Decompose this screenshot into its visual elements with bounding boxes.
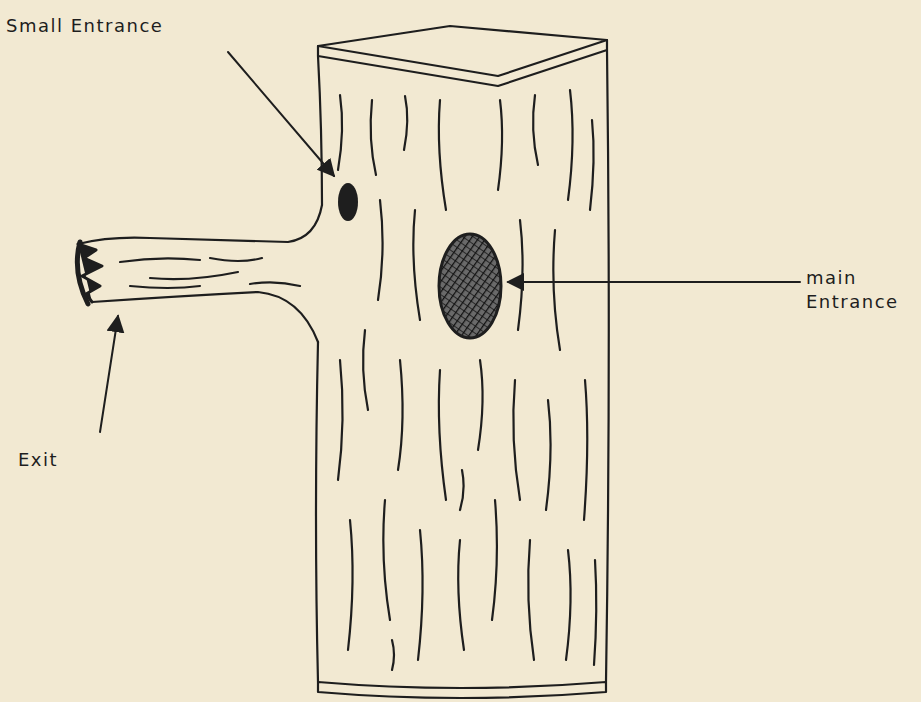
bark-grain [513, 380, 520, 500]
bark-grain [439, 370, 446, 500]
bark-grain [518, 220, 523, 330]
bark-grain [594, 560, 596, 665]
bark-grain [348, 520, 353, 650]
branch [78, 205, 322, 244]
bark-grain [404, 96, 407, 150]
bark-grain [498, 100, 502, 190]
main-entrance-hole [439, 234, 501, 338]
bark-grain [130, 286, 200, 288]
bark-grain [533, 95, 538, 165]
bark-grain [418, 530, 423, 660]
log-left-side [318, 56, 322, 205]
bark-grain [363, 330, 368, 410]
log-base [318, 682, 606, 698]
bark-grain [478, 360, 483, 450]
bark-grain [210, 258, 262, 261]
bark-grain [546, 400, 551, 510]
part-label: main Entrance [806, 266, 916, 314]
part-label: Exit [18, 448, 118, 472]
bark-grain [566, 550, 571, 660]
branch-end [77, 242, 88, 304]
branch [92, 292, 318, 342]
bark-grain [338, 360, 343, 480]
log-right-side [606, 50, 609, 682]
bark-grain [250, 282, 300, 286]
bark-grain [492, 500, 497, 620]
part-label: Small Entrance [6, 14, 226, 38]
log-top [318, 26, 607, 76]
bark-grain [439, 100, 446, 210]
small-entrance-hole [338, 183, 358, 221]
bark-grain [413, 210, 420, 320]
bark-grain [150, 272, 238, 279]
bark-grain [590, 120, 594, 210]
bark-grain [528, 540, 534, 660]
bark-grain [378, 200, 383, 300]
bark-grain [120, 258, 200, 262]
bark-grain [371, 100, 376, 175]
leader-arrow [508, 281, 800, 283]
bark-grain [584, 380, 587, 520]
bark-grain [553, 230, 560, 350]
bark-grain [398, 360, 403, 470]
leader-arrow [228, 52, 334, 176]
bark-grain [338, 95, 342, 170]
bark-grain [383, 500, 390, 620]
bark-grain [392, 640, 394, 670]
bark-grain [460, 470, 464, 510]
log-top-rim [318, 40, 607, 86]
leader-arrow [100, 316, 118, 432]
bark-grain [458, 540, 464, 650]
log-left-side [316, 342, 318, 682]
bark-grain [568, 90, 573, 200]
